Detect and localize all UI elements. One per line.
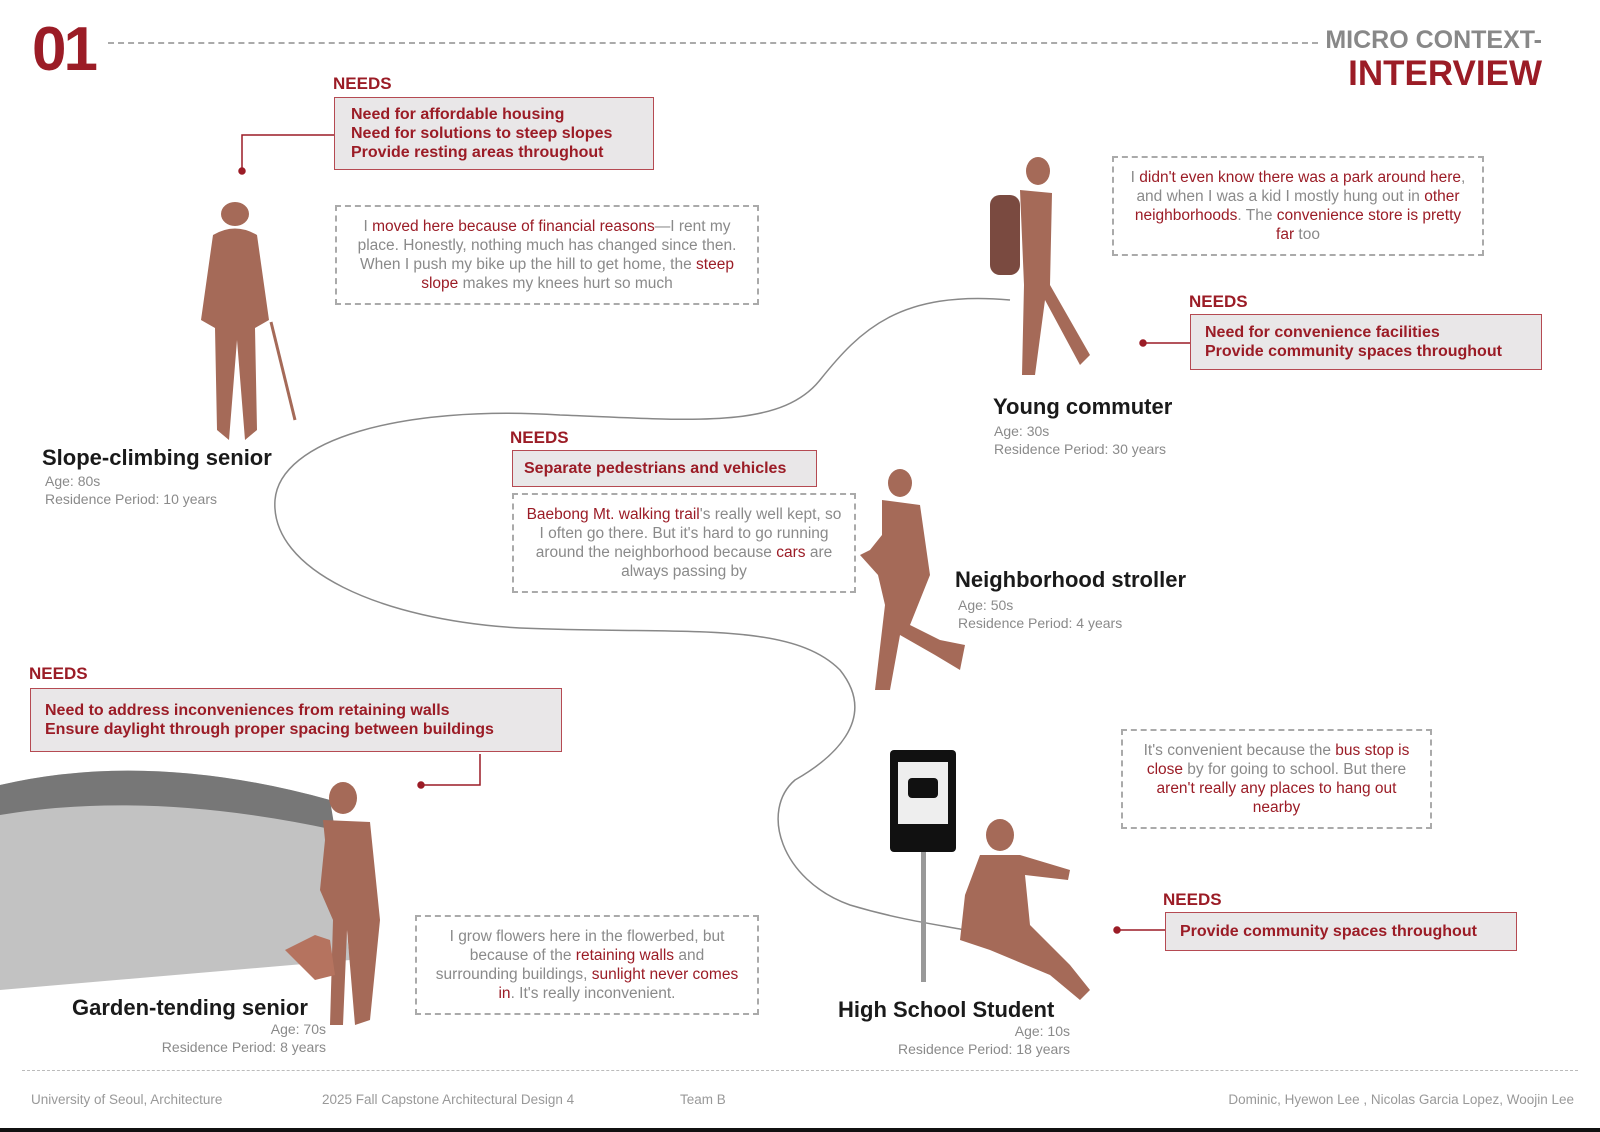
header-divider [108, 42, 1318, 44]
quote-highlight: sunlight never comes in [498, 966, 739, 1002]
persona-name: Garden-tending senior [72, 995, 308, 1020]
quote-high-school-student: It's convenient because the bus stop is … [1121, 729, 1432, 829]
quote-text: by for going to school. But there [1183, 761, 1407, 778]
quote-highlight: moved here because of financial reasons [372, 218, 655, 235]
needs-box-neighborhood-stroller: Separate pedestrians and vehicles [512, 450, 817, 487]
quote-highlight: convenience store is pretty far [1276, 207, 1462, 243]
needs-label: NEEDS [1163, 890, 1222, 909]
quote-highlight: bus stop is close [1146, 742, 1410, 778]
quote-text: . It's really inconvenient. [510, 985, 676, 1002]
need-item: Provide resting areas throughout [351, 144, 604, 161]
stroller-figure-image [860, 469, 965, 690]
quote-text: are always passing by [621, 544, 833, 580]
bottom-border [0, 1128, 1600, 1132]
footer-members: Dominic, Hyewon Lee , Nicolas Garcia Lop… [1228, 1092, 1574, 1107]
quote-text: too [1294, 226, 1320, 243]
need-item: Ensure daylight through proper spacing b… [45, 721, 494, 738]
footer-divider [22, 1070, 1578, 1071]
persona-age: Age: 80s [45, 473, 101, 489]
quote-text: I grow flowers here in the flowerbed, bu… [449, 928, 725, 964]
needs-box-high-school-student: Provide community spaces throughout [1165, 912, 1517, 951]
persona-name: Slope-climbing senior [42, 445, 272, 470]
quote-highlight: retaining walls [575, 947, 675, 964]
persona-age: Age: 30s [994, 423, 1050, 439]
student-figure-image [960, 819, 1090, 1000]
quote-text: 's really well kept, so I often go there… [535, 506, 842, 561]
senior-figure-image [201, 202, 297, 440]
quote-text: —I rent my place. Honestly, nothing much… [357, 218, 737, 273]
retaining-wall-image [0, 770, 350, 990]
quote-text: and surrounding buildings, [435, 947, 705, 983]
quote-young-commuter: I didn't even know there was a park arou… [1112, 156, 1484, 256]
quote-highlight: Baebong Mt. walking trail [526, 506, 700, 523]
footer-university: University of Seoul, Architecture [31, 1092, 223, 1107]
title-line1: MICRO CONTEXT- [1325, 26, 1542, 54]
quote-highlight: aren't really any places to hang out nea… [1156, 780, 1397, 816]
persona-name: Young commuter [993, 394, 1173, 419]
quote-text: . The [1237, 207, 1277, 224]
quote-highlight: didn't even know there was a park around… [1139, 169, 1462, 186]
quote-text: It's convenient because the [1143, 742, 1336, 759]
persona-residence: Residence Period: 30 years [994, 441, 1166, 457]
quote-text: , and when I was a kid I mostly hung out… [1136, 169, 1466, 205]
persona-residence: Residence Period: 4 years [958, 615, 1123, 631]
persona-residence: Residence Period: 18 years [898, 1041, 1070, 1057]
footer-course: 2025 Fall Capstone Architectural Design … [322, 1092, 575, 1107]
need-item: Need for convenience facilities [1205, 324, 1440, 341]
bus-stop-sign-image [890, 750, 956, 982]
needs-label: NEEDS [510, 428, 569, 447]
quote-garden-senior: I grow flowers here in the flowerbed, bu… [415, 915, 759, 1015]
page-title: INTERVIEW [1348, 54, 1542, 93]
persona-residence: Residence Period: 8 years [161, 1039, 326, 1055]
need-item: Need to address inconveniences from reta… [45, 702, 450, 719]
gardener-figure-image [285, 782, 380, 1025]
need-item: Separate pedestrians and vehicles [524, 460, 787, 477]
persona-name: High School Student [838, 997, 1055, 1022]
needs-box-young-commuter: Need for convenience facilities Provide … [1190, 314, 1542, 370]
needs-label: NEEDS [1189, 292, 1248, 311]
footer-team: Team B [680, 1092, 726, 1107]
needs-label: NEEDS [29, 664, 88, 683]
quote-highlight: other neighborhoods [1134, 188, 1460, 224]
need-item: Provide community spaces throughout [1205, 343, 1502, 360]
quote-text: I [1130, 169, 1140, 186]
needs-box-garden-senior: Need to address inconveniences from reta… [30, 688, 562, 752]
persona-residence: Residence Period: 10 years [45, 491, 217, 507]
need-item: Need for solutions to steep slopes [351, 125, 613, 142]
persona-name: Neighborhood stroller [955, 567, 1186, 592]
quote-highlight: steep slope [421, 256, 734, 292]
page-number: 01 [32, 15, 98, 84]
need-item: Need for affordable housing [351, 106, 565, 123]
quote-text: makes my knees hurt so much [458, 275, 673, 292]
need-item: Provide community spaces throughout [1180, 923, 1477, 940]
quote-slope-senior: I moved here because of financial reason… [335, 205, 759, 305]
quote-text: I [363, 218, 373, 235]
persona-age: Age: 70s [270, 1021, 326, 1037]
needs-label: NEEDS [333, 74, 392, 93]
commuter-figure-image [990, 157, 1090, 375]
persona-age: Age: 10s [1014, 1023, 1070, 1039]
needs-box-slope-senior: Need for affordable housing Need for sol… [334, 97, 654, 170]
persona-age: Age: 50s [958, 597, 1014, 613]
quote-highlight: cars [776, 544, 806, 561]
quote-neighborhood-stroller: Baebong Mt. walking trail's really well … [512, 493, 856, 593]
